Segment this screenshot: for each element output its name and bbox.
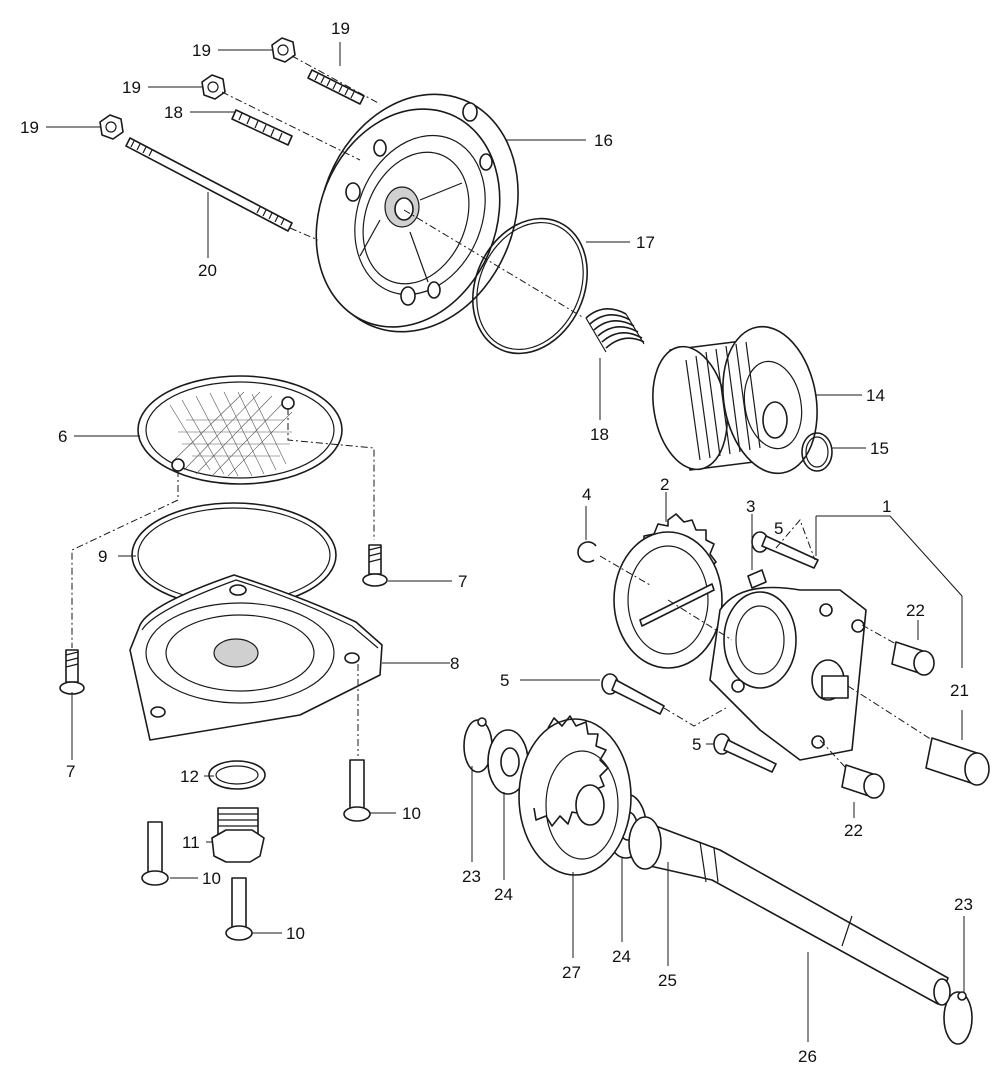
long-stud [125, 137, 293, 232]
callout-5-lower: 5 [692, 735, 701, 754]
callout-4: 4 [582, 485, 591, 504]
callout-14: 15 [870, 439, 889, 458]
dowel-lower [841, 764, 885, 799]
driven-gear [518, 715, 632, 876]
nut-middle [201, 74, 226, 100]
leader-lines [46, 42, 965, 1042]
washer-left [487, 729, 529, 795]
oil-filter [652, 325, 818, 475]
callout-9: 9 [98, 547, 107, 566]
stud-upper [307, 69, 365, 105]
callout-15: 16 [594, 131, 613, 150]
callout-10-right: 10 [402, 804, 421, 823]
strainer-cap [129, 574, 383, 741]
plug-gasket [208, 760, 266, 790]
bolt-7-left [59, 649, 85, 695]
callout-8: 8 [450, 654, 459, 673]
stud-lower [231, 109, 293, 146]
strainer-screen [137, 375, 343, 485]
drain-plug [211, 807, 265, 863]
callout-19-left: 19 [20, 118, 39, 137]
callout-23-left: 23 [462, 867, 481, 886]
small-o-ring [801, 432, 833, 472]
callout-19-middle: 19 [122, 78, 141, 97]
callout-7-left: 7 [66, 762, 75, 781]
callout-23-right: 23 [954, 895, 973, 914]
cover-o-ring [472, 217, 588, 355]
callout-7-right: 7 [458, 572, 467, 591]
filter-cover [315, 93, 519, 333]
callout-27: 27 [562, 963, 581, 982]
callout-2: 2 [660, 475, 669, 494]
callout-5-middle: 5 [500, 671, 509, 690]
callout-11: 11 [182, 833, 200, 852]
pump-body [709, 586, 867, 761]
callout-25: 25 [658, 971, 677, 990]
callout-22-lower: 22 [844, 821, 863, 840]
bolt-7-right [362, 544, 388, 587]
callout-1: 1 [882, 497, 891, 516]
callout-6: 6 [58, 427, 67, 446]
pump-screw-lower [713, 733, 777, 773]
nut-top [271, 37, 296, 63]
callout-21: 21 [950, 681, 969, 700]
pump-screw-upper [751, 531, 819, 569]
callout-24-left: 24 [494, 885, 513, 904]
callout-20: 20 [198, 261, 217, 280]
bolt-10-right [343, 759, 371, 822]
callout-10-left: 10 [202, 869, 221, 888]
bolt-10-bottom [225, 877, 253, 941]
collar [925, 737, 990, 786]
pump-screw-middle [601, 673, 665, 715]
callout-17: 18 [590, 425, 609, 444]
callout-16: 17 [636, 233, 655, 252]
spring [585, 308, 645, 353]
nut-bottom [99, 114, 124, 140]
callout-3: 3 [746, 497, 755, 516]
dowel-pin [747, 569, 767, 589]
callout-10-bottom: 10 [286, 924, 305, 943]
pump-shaft [628, 816, 951, 1006]
callout-13: 14 [866, 386, 885, 405]
circlip-right [943, 991, 973, 1045]
callout-18-top: 19 [331, 19, 350, 38]
callout-18-middle: 18 [164, 103, 183, 122]
callout-22-upper: 22 [906, 601, 925, 620]
dowel-upper [891, 641, 935, 676]
callout-12: 12 [180, 767, 199, 786]
bolt-10-left [141, 821, 169, 886]
circlip-small [577, 541, 597, 563]
callout-24-right: 24 [612, 947, 631, 966]
callout-19-top: 19 [192, 41, 211, 60]
pump-drive-gear [613, 513, 723, 669]
assembly-centre-lines [71, 55, 933, 769]
callout-26: 26 [798, 1047, 817, 1066]
callout-5-upper: 5 [774, 519, 783, 538]
callout-numbers: 19 19 19 18 19 16 17 20 14 18 6 15 2 4 1… [20, 19, 973, 1066]
